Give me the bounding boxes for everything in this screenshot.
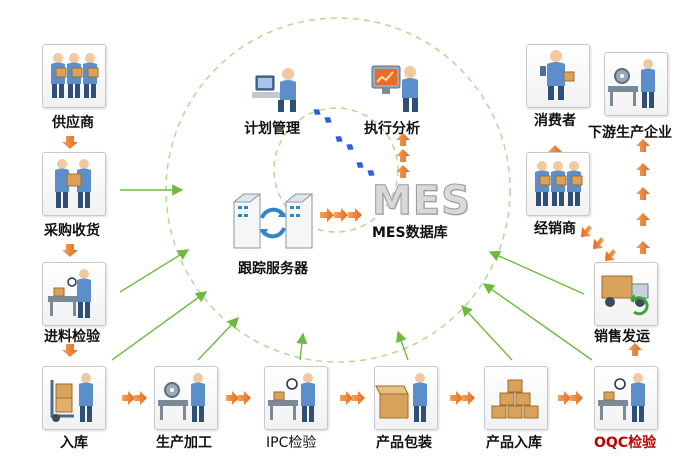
production-gear-icon (158, 373, 205, 422)
delivery-truck-icon (601, 275, 649, 316)
oqc-inspector-icon (598, 373, 645, 422)
planning-management-label: 计划管理 (244, 121, 300, 137)
supplier-label: 供应商 (52, 115, 94, 131)
warehouse-in-label: 入库 (60, 435, 88, 451)
ipc-inspector-icon (268, 373, 315, 422)
green-arrows (111, 184, 593, 361)
consumer-label: 消费者 (534, 113, 576, 129)
receiving-people-icon (55, 159, 91, 208)
downstream-factory-icon (608, 59, 655, 108)
packaging-box-icon (375, 373, 427, 422)
tracking-server-node (232, 192, 314, 260)
distributor-label: 经销商 (534, 221, 576, 237)
orange-arrows (62, 133, 650, 405)
data-flow-diamonds (312, 108, 376, 177)
production-label: 生产加工 (156, 435, 212, 451)
handtruck-boxes-icon (50, 373, 93, 422)
sales-shipping-label: 销售发运 (594, 329, 650, 345)
oqc-inspection-label: OQC检验 (594, 435, 657, 451)
product-storage-label: 产品入库 (486, 435, 542, 451)
execution-analysis-node (368, 60, 424, 120)
packaging-label: 产品包装 (376, 435, 432, 451)
mes-database-label: MES数据库 (372, 225, 448, 241)
incoming-inspection-label: 进料检验 (44, 329, 100, 345)
distributor-people-icon (535, 161, 583, 206)
downstream-enterprise-label: 下游生产企业 (588, 125, 672, 141)
supplier-people-icon (51, 53, 99, 98)
planning-workstation-icon (252, 68, 296, 112)
stacked-boxes-icon (491, 379, 539, 419)
analysis-monitor-icon (371, 65, 418, 112)
ipc-inspection-label: IPC检验 (266, 435, 317, 451)
planning-management-node (248, 64, 310, 118)
consumer-person-icon (540, 50, 575, 100)
purchase-receiving-label: 采购收货 (44, 223, 100, 239)
inspection-desk-icon (48, 269, 91, 318)
tracking-server-label: 跟踪服务器 (238, 261, 308, 277)
execution-analysis-label: 执行分析 (364, 121, 420, 137)
product-storage-tile (484, 366, 548, 430)
mes-logo: MES (372, 178, 471, 225)
server-sync-icon (232, 193, 314, 249)
